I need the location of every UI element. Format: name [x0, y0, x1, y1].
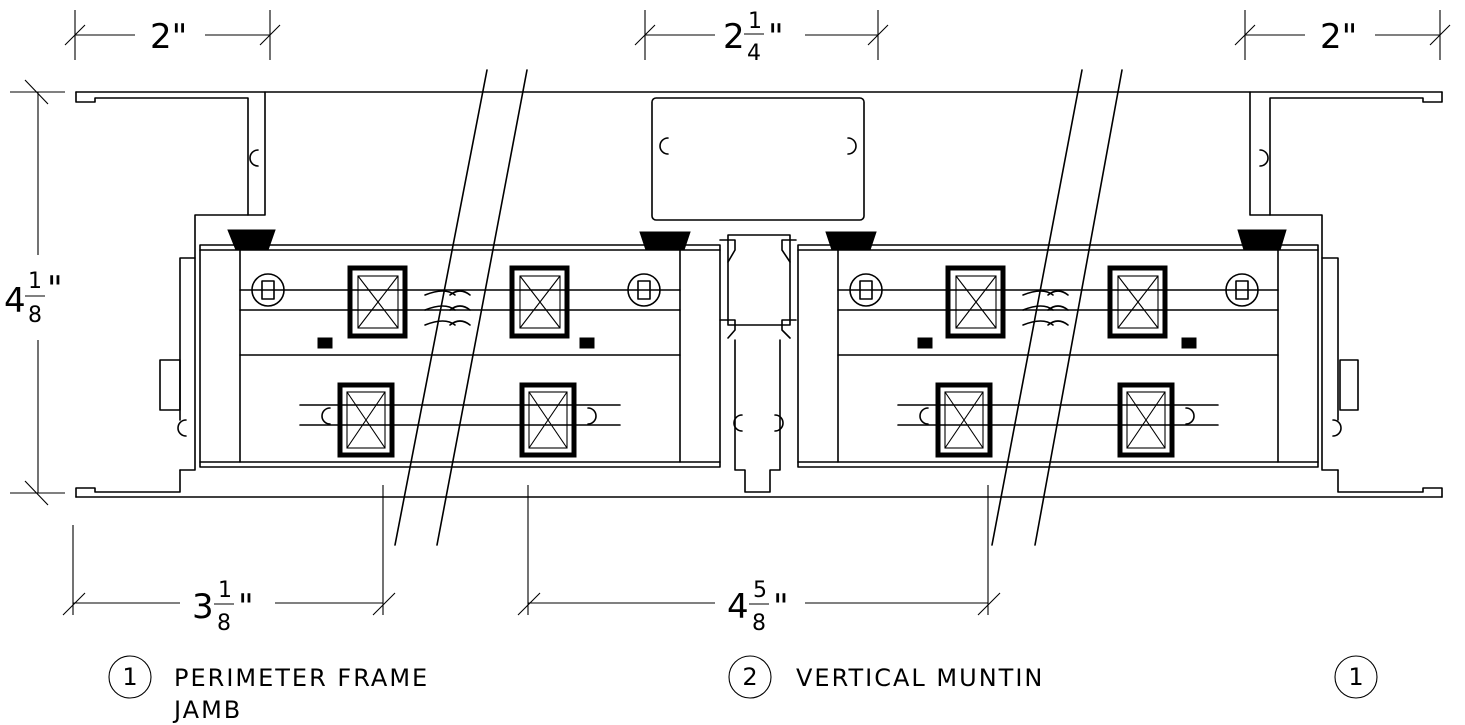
dimension-bottom-center: 4 5 8 " — [517, 485, 1001, 636]
dimension-top-left-text: 2" — [150, 17, 187, 57]
dimension-top-left: 2" — [64, 10, 281, 60]
dimension-bottom-center-unit: " — [773, 587, 789, 627]
detail-label-2: 2 VERTICAL MUNTIN — [728, 655, 1044, 699]
dimension-bottom-left-unit: " — [238, 587, 254, 627]
dimension-bottom-center-whole: 4 — [727, 587, 749, 627]
detail-number-3: 1 — [1348, 663, 1363, 691]
detail-title-2: VERTICAL MUNTIN — [796, 664, 1044, 692]
dimension-left-height: 4 1 8 " — [4, 79, 65, 506]
detail-title-1: PERIMETER FRAME — [174, 664, 429, 692]
dimension-bottom-left-whole: 3 — [192, 587, 214, 627]
dimension-top-center-unit: " — [768, 17, 784, 57]
dimension-top-center: 2 1 4 " — [634, 9, 889, 66]
dimension-left-height-whole: 4 — [4, 281, 26, 321]
gaskets — [227, 229, 1287, 349]
detail-number-2: 2 — [742, 663, 757, 691]
right-sash-assembly — [797, 244, 1319, 468]
detail-number-1: 1 — [122, 663, 137, 691]
dimension-bottom-center-denominator: 8 — [752, 611, 766, 636]
dimension-bottom-left-denominator: 8 — [217, 611, 231, 636]
dimension-left-height-unit: " — [47, 269, 63, 309]
detail-tag-circle-2 — [728, 655, 772, 699]
dimension-top-center-denominator: 4 — [747, 41, 761, 66]
center-muntin — [651, 97, 865, 493]
dimension-bottom-left: 3 1 8 " — [62, 485, 396, 636]
break-lines — [394, 69, 1123, 546]
dimension-top-center-whole: 2 — [723, 17, 745, 57]
dimension-top-right: 2" — [1234, 10, 1451, 60]
dimension-bottom-center-numerator: 5 — [753, 578, 767, 603]
dimension-left-height-numerator: 1 — [28, 269, 42, 294]
dimension-top-center-numerator: 1 — [748, 9, 762, 34]
dimension-left-height-denominator: 8 — [28, 303, 42, 328]
detail-tag-circle-1 — [108, 655, 152, 699]
left-sash-assembly — [199, 244, 721, 468]
detail-label-1: 1 PERIMETER FRAME JAMB — [108, 655, 429, 724]
dimension-bottom-left-numerator: 1 — [218, 578, 232, 603]
detail-title-1-line2: JAMB — [172, 696, 242, 724]
dimension-top-right-text: 2" — [1320, 17, 1357, 57]
detail-tag-circle-3 — [1334, 655, 1378, 699]
detail-label-3: 1 — [1334, 655, 1378, 699]
outer-frame — [75, 91, 1443, 498]
